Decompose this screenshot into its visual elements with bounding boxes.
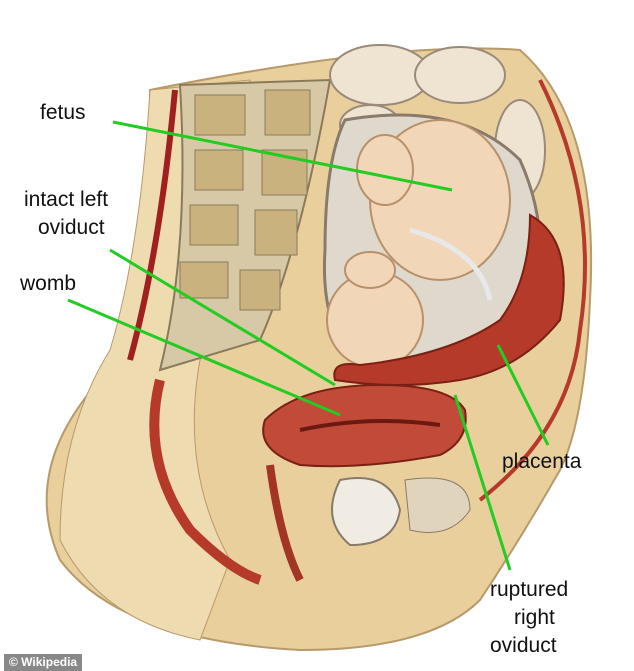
front-abdomen-wall bbox=[478, 79, 587, 502]
oviduct-pointer bbox=[109, 248, 336, 387]
label-line: intact left bbox=[24, 188, 109, 211]
pointer-lines bbox=[67, 120, 550, 571]
bladder bbox=[331, 477, 402, 547]
placenta-pointer bbox=[496, 344, 550, 446]
label-line: oviduct bbox=[490, 634, 557, 657]
label-line: right bbox=[514, 606, 555, 629]
label-womb: womb bbox=[20, 272, 77, 295]
label-placenta: placenta bbox=[502, 450, 582, 473]
umbilical-cord bbox=[409, 227, 493, 301]
watermark: © Wikipedia bbox=[4, 654, 83, 671]
label-intact-left-oviduct: intact left oviduct bbox=[24, 186, 108, 242]
aorta bbox=[127, 89, 178, 361]
placenta bbox=[333, 213, 565, 386]
fetus bbox=[326, 119, 511, 369]
spine bbox=[158, 78, 332, 372]
rectum bbox=[149, 378, 262, 585]
vagina bbox=[266, 464, 304, 582]
ruptured-oviduct-pointer bbox=[453, 394, 512, 571]
womb-pointer bbox=[67, 298, 341, 417]
label-line: oviduct bbox=[38, 216, 105, 239]
pubic-bone bbox=[404, 477, 471, 533]
fetus-pointer bbox=[112, 120, 453, 192]
label-line: ruptured bbox=[490, 578, 569, 601]
label-ruptured-right-oviduct: ruptured right oviduct bbox=[490, 576, 568, 660]
label-fetus: fetus bbox=[40, 101, 86, 124]
